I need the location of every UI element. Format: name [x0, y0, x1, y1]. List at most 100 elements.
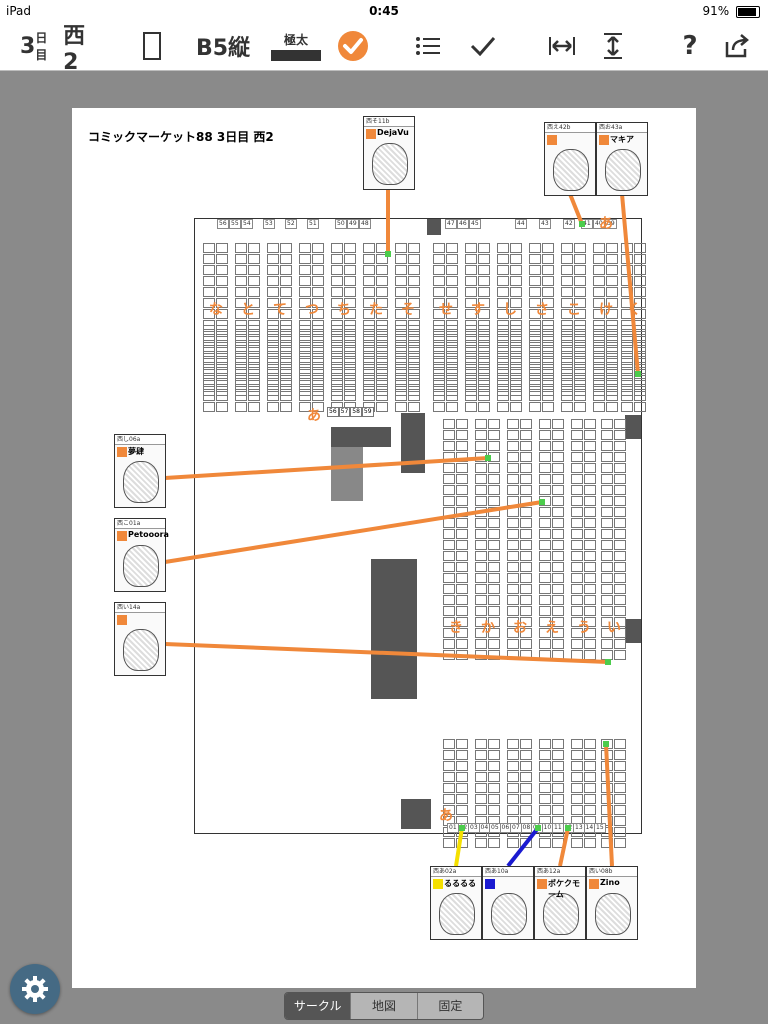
- booth-cell[interactable]: [475, 419, 487, 429]
- booth-cell[interactable]: [510, 380, 522, 390]
- booth-cell[interactable]: [529, 309, 541, 319]
- booth-cell[interactable]: [552, 794, 564, 804]
- booth-cell[interactable]: [552, 474, 564, 484]
- booth-cell[interactable]: [601, 805, 613, 815]
- booth-cell[interactable]: [601, 606, 613, 616]
- booth-cell[interactable]: [446, 265, 458, 275]
- booth-cell[interactable]: [606, 358, 618, 368]
- booth-cell[interactable]: [267, 265, 279, 275]
- booth-cell[interactable]: [574, 347, 586, 357]
- booth-cell[interactable]: [601, 573, 613, 583]
- booth-cell[interactable]: [571, 452, 583, 462]
- booth-cell[interactable]: [571, 551, 583, 561]
- booth-cell[interactable]: [475, 628, 487, 638]
- booth-cell[interactable]: [433, 358, 445, 368]
- booth-cell[interactable]: [552, 805, 564, 815]
- booth-cell[interactable]: [363, 325, 375, 335]
- top-booth-number[interactable]: 51: [307, 219, 319, 229]
- booth-cell[interactable]: [443, 838, 455, 848]
- booth-cell[interactable]: [497, 358, 509, 368]
- booth-cell[interactable]: [344, 369, 356, 379]
- booth-cell[interactable]: [614, 639, 626, 649]
- booth-cell[interactable]: [312, 369, 324, 379]
- booth-cell[interactable]: [363, 243, 375, 253]
- booth-cell[interactable]: [571, 794, 583, 804]
- booth-cell[interactable]: [614, 474, 626, 484]
- booth-cell[interactable]: [478, 265, 490, 275]
- booth-cell[interactable]: [235, 254, 247, 264]
- booth-cell[interactable]: [520, 838, 532, 848]
- booth-cell[interactable]: [561, 276, 573, 286]
- booth-cell[interactable]: [280, 347, 292, 357]
- booth-cell[interactable]: [299, 243, 311, 253]
- booth-cell[interactable]: [552, 551, 564, 561]
- booth-cell[interactable]: [520, 518, 532, 528]
- booth-cell[interactable]: [456, 750, 468, 760]
- booth-cell[interactable]: [561, 309, 573, 319]
- booth-cell[interactable]: [542, 358, 554, 368]
- booth-cell[interactable]: [539, 452, 551, 462]
- booth-cell[interactable]: [488, 639, 500, 649]
- booth-cell[interactable]: [443, 496, 455, 506]
- booth-cell[interactable]: [408, 380, 420, 390]
- booth-cell[interactable]: [446, 380, 458, 390]
- booth-cell[interactable]: [584, 617, 596, 627]
- booth-cell[interactable]: [497, 276, 509, 286]
- booth-cell[interactable]: [408, 369, 420, 379]
- booth-cell[interactable]: [488, 518, 500, 528]
- booth-cell[interactable]: [443, 783, 455, 793]
- booth-cell[interactable]: [456, 783, 468, 793]
- booth-cell[interactable]: [344, 325, 356, 335]
- fit-width-button[interactable]: [545, 30, 579, 62]
- booth-cell[interactable]: [280, 336, 292, 346]
- booth-cell[interactable]: [475, 540, 487, 550]
- booth-cell[interactable]: [443, 628, 455, 638]
- booth-cell[interactable]: [510, 347, 522, 357]
- booth-cell[interactable]: [299, 254, 311, 264]
- booth-cell[interactable]: [267, 391, 279, 401]
- booth-cell[interactable]: [203, 391, 215, 401]
- booth-cell[interactable]: [539, 595, 551, 605]
- booth-cell[interactable]: [571, 838, 583, 848]
- booth-cell[interactable]: [478, 325, 490, 335]
- booth-cell[interactable]: [465, 325, 477, 335]
- booth-cell[interactable]: [395, 402, 407, 412]
- booth-cell[interactable]: [248, 325, 260, 335]
- booth-cell[interactable]: [203, 298, 215, 308]
- booth-cell[interactable]: [552, 463, 564, 473]
- booth-cell[interactable]: [248, 336, 260, 346]
- booth-cell[interactable]: [376, 369, 388, 379]
- booth-cell[interactable]: [363, 254, 375, 264]
- booth-cell[interactable]: [312, 402, 324, 412]
- booth-cell[interactable]: [376, 391, 388, 401]
- booth-cell[interactable]: [497, 287, 509, 297]
- booth-cell[interactable]: [539, 772, 551, 782]
- booth-cell[interactable]: [621, 391, 633, 401]
- booth-cell[interactable]: [280, 391, 292, 401]
- booth-cell[interactable]: [539, 761, 551, 771]
- booth-cell[interactable]: [520, 529, 532, 539]
- booth-cell[interactable]: [497, 265, 509, 275]
- booth-cell[interactable]: [475, 617, 487, 627]
- booth-cell[interactable]: [408, 298, 420, 308]
- booth-cell[interactable]: [216, 325, 228, 335]
- booth-cell[interactable]: [433, 391, 445, 401]
- booth-cell[interactable]: [312, 391, 324, 401]
- booth-cell[interactable]: [539, 584, 551, 594]
- booth-cell[interactable]: [601, 507, 613, 517]
- booth-cell[interactable]: [621, 358, 633, 368]
- booth-cell[interactable]: [478, 243, 490, 253]
- booth-cell[interactable]: [344, 276, 356, 286]
- booth-cell[interactable]: [408, 265, 420, 275]
- booth-cell[interactable]: [363, 298, 375, 308]
- booth-cell[interactable]: [331, 287, 343, 297]
- booth-cell[interactable]: [299, 265, 311, 275]
- booth-cell[interactable]: [280, 325, 292, 335]
- booth-cell[interactable]: [571, 739, 583, 749]
- booth-cell[interactable]: [280, 287, 292, 297]
- booth-cell[interactable]: [446, 347, 458, 357]
- booth-cell[interactable]: [267, 325, 279, 335]
- booth-cell[interactable]: [520, 761, 532, 771]
- booth-cell[interactable]: [507, 463, 519, 473]
